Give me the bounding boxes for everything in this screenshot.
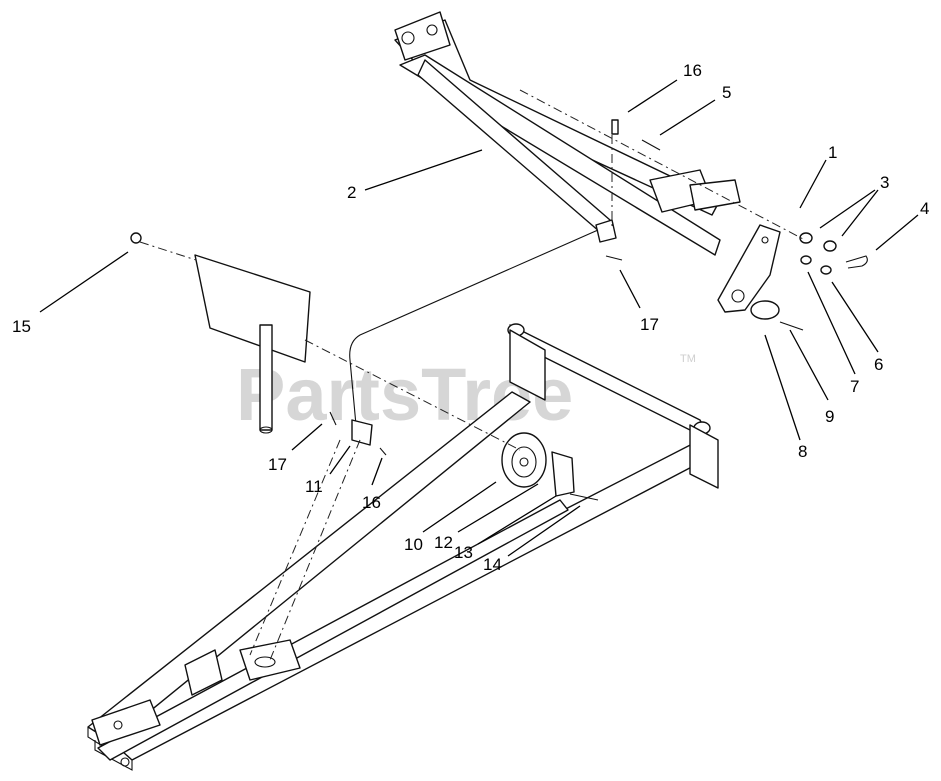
callout-12: 12 bbox=[434, 533, 453, 552]
callout-14: 14 bbox=[483, 555, 502, 574]
callout-17-upper: 17 bbox=[640, 315, 659, 334]
deflector-plate bbox=[194, 254, 311, 434]
callout-1: 1 bbox=[828, 143, 837, 162]
callout-15: 15 bbox=[12, 317, 31, 336]
callout-8: 8 bbox=[798, 442, 807, 461]
tow-frame bbox=[87, 323, 719, 771]
callout-9: 9 bbox=[825, 407, 834, 426]
callout-16-top: 16 bbox=[683, 61, 702, 80]
idler-pulley bbox=[501, 432, 599, 501]
callout-11: 11 bbox=[305, 477, 323, 496]
hardware bbox=[130, 119, 868, 331]
callout-16-lower: 16 bbox=[362, 493, 381, 512]
callout-6: 6 bbox=[874, 355, 883, 374]
pivot-bracket bbox=[717, 224, 781, 313]
callout-17-lower: 17 bbox=[268, 455, 287, 474]
callout-10: 10 bbox=[404, 535, 423, 554]
callout-5: 5 bbox=[722, 83, 731, 102]
callout-13: 13 bbox=[454, 543, 473, 562]
callout-7: 7 bbox=[850, 377, 859, 396]
watermark-trademark: TM bbox=[680, 353, 696, 365]
lift-arm bbox=[394, 11, 741, 256]
alignment-lines bbox=[139, 89, 806, 661]
callout-2: 2 bbox=[347, 183, 356, 202]
callout-3: 3 bbox=[880, 173, 889, 192]
control-rod bbox=[329, 229, 599, 456]
callout-4: 4 bbox=[920, 199, 929, 218]
leader-lines bbox=[39, 79, 919, 557]
callout-labels: 16 5 1 3 4 2 15 17 6 7 9 8 17 11 16 10 1… bbox=[12, 61, 929, 574]
